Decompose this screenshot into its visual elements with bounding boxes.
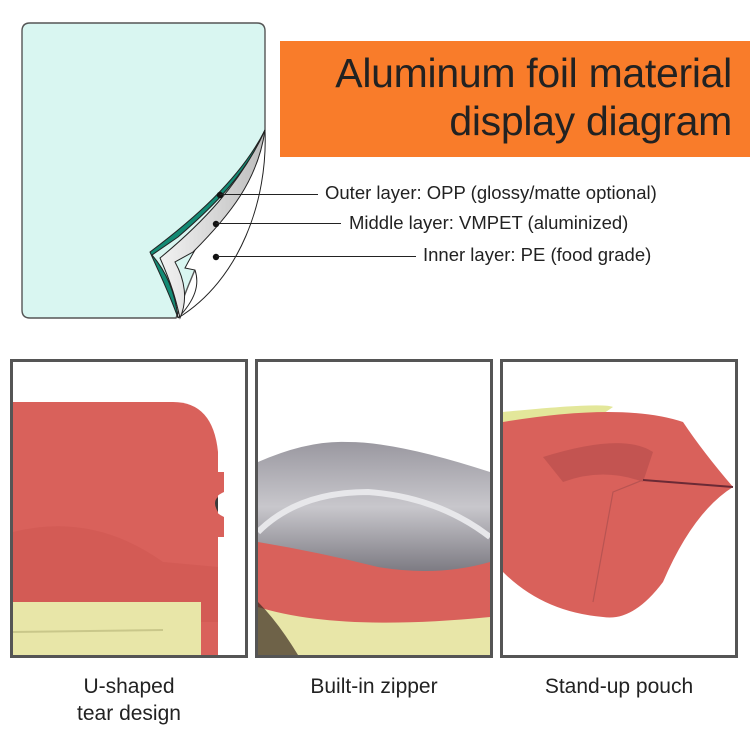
caption-tear-line-2: tear design [77,702,181,725]
inner-layer-leader-line [216,256,416,258]
feature-panel-standup [500,359,738,658]
caption-zipper: Built-in zipper [255,673,493,700]
outer-layer-leader-line [220,194,318,196]
feature-panel-tear [10,359,248,658]
middle-layer-label: Middle layer: VMPET (aluminized) [349,212,629,233]
inner-layer-label: Inner layer: PE (food grade) [423,244,652,265]
caption-tear-design: U-shaped tear design [10,673,248,727]
outer-layer-label: Outer layer: OPP (glossy/matte optional) [325,182,657,203]
caption-tear-line-1: U-shaped [83,675,175,698]
title-line-1: Aluminum foil material [335,50,732,96]
caption-standup: Stand-up pouch [500,673,738,700]
caption-zipper-line-1: Built-in zipper [310,675,438,698]
feature-panel-zipper [255,359,493,658]
title-line-2: display diagram [449,98,732,144]
film-card [21,22,266,319]
layer-structure-illustration [21,22,266,320]
outer-layer-flap [149,129,266,319]
middle-layer-flap [159,129,266,320]
pouch-gusset-image [503,405,734,618]
middle-layer-leader-line [216,223,341,225]
caption-standup-line-1: Stand-up pouch [544,675,694,698]
pouch-zipper-image [258,441,490,655]
title-banner: Aluminum foil material display diagram [280,41,750,157]
pouch-tear-notch-image [13,402,224,655]
